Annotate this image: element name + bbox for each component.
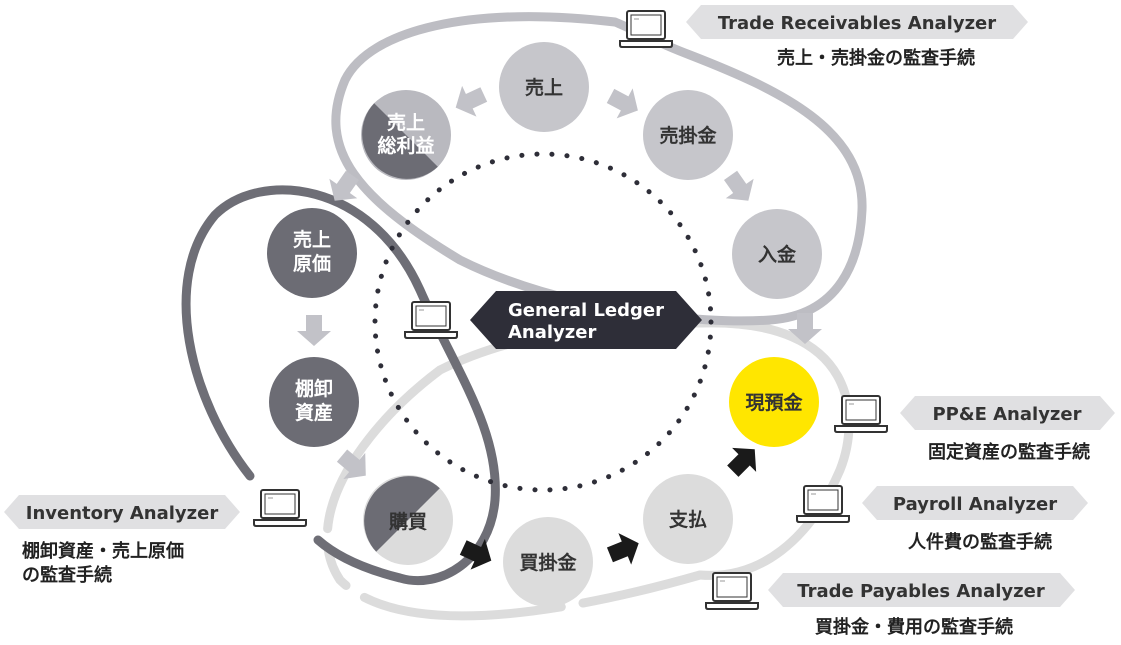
trade-receivables-analyzer-badge: Trade Receivables Analyzer	[686, 5, 1028, 39]
node-gross-profit: 売上 総利益	[361, 90, 451, 180]
payroll-analyzer-desc: 人件費の監査手続	[908, 531, 1052, 553]
node-sales-label: 売上	[525, 76, 563, 99]
ppe-analyzer-name: PP&E Analyzer	[932, 404, 1081, 425]
node-cogs-label-1: 売上	[293, 228, 331, 251]
trade-payables-analyzer-badge: Trade Payables Analyzer	[768, 573, 1075, 607]
inventory-analyzer-desc-1: 棚卸資産・売上原価	[22, 540, 184, 562]
node-inventory-label-2: 資産	[295, 401, 333, 424]
node-sales: 売上	[499, 42, 589, 132]
payroll-analyzer-badge: Payroll Analyzer	[862, 486, 1088, 520]
general-ledger-analyzer-name-1: General Ledger	[508, 300, 664, 321]
laptop-icon	[796, 485, 850, 523]
laptop-icon	[619, 10, 673, 48]
node-gross-profit-label-2: 総利益	[377, 134, 434, 157]
node-payables-label: 買掛金	[519, 551, 577, 574]
node-gross-profit-label-1: 売上	[387, 111, 425, 134]
node-payments: 支払	[643, 474, 733, 564]
trade-receivables-analyzer-desc: 売上・売掛金の監査手続	[777, 47, 975, 69]
node-payments-label: 支払	[668, 509, 707, 531]
node-inventory: 棚卸 資産	[269, 357, 359, 447]
node-cogs: 売上 原価	[267, 208, 357, 298]
node-receipts: 入金	[732, 209, 822, 299]
ppe-analyzer-desc: 固定資産の監査手続	[928, 441, 1090, 463]
laptop-icon	[253, 489, 307, 527]
payroll-analyzer-name: Payroll Analyzer	[893, 494, 1057, 515]
flow-arrow-receivables-to-receipts	[716, 165, 763, 211]
node-cash-label: 現預金	[745, 391, 803, 414]
inventory-analyzer-name: Inventory Analyzer	[26, 503, 219, 524]
laptop-icon	[834, 395, 888, 433]
trade-payables-analyzer-desc: 買掛金・費用の監査手続	[815, 616, 1013, 638]
laptop-icon	[705, 572, 759, 610]
general-ledger-analyzer-badge: General Ledger Analyzer	[470, 291, 702, 349]
flow-arrow-sales-to-gross-profit	[448, 79, 491, 124]
inventory-analyzer-desc-2: の監査手続	[22, 564, 112, 586]
flow-arrow-cogs-to-inventory	[297, 315, 331, 346]
laptop-icon	[404, 301, 458, 339]
inventory-analyzer-badge: Inventory Analyzer	[4, 495, 240, 529]
node-receivables: 売掛金	[643, 90, 733, 180]
trade-payables-analyzer-name: Trade Payables Analyzer	[797, 581, 1045, 602]
payables-loop-track	[322, 318, 854, 621]
ppe-analyzer-badge: PP&E Analyzer	[900, 396, 1115, 430]
flow-arrow-payables-to-payments	[603, 527, 646, 571]
node-payables: 買掛金	[503, 517, 593, 607]
node-cogs-label-2: 原価	[293, 253, 331, 275]
node-inventory-label-1: 棚卸	[295, 377, 333, 400]
general-ledger-dotted-ring	[372, 151, 714, 493]
general-ledger-analyzer-name-2: Analyzer	[508, 322, 596, 343]
node-purchases: 購買	[363, 475, 453, 565]
node-receipts-label: 入金	[758, 243, 797, 266]
trade-receivables-analyzer-name: Trade Receivables Analyzer	[718, 13, 996, 34]
node-receivables-label: 売掛金	[659, 124, 717, 147]
flow-arrow-sales-to-receivables	[602, 80, 646, 126]
node-purchases-label: 購買	[389, 510, 427, 533]
node-cash: 現預金	[729, 357, 819, 447]
